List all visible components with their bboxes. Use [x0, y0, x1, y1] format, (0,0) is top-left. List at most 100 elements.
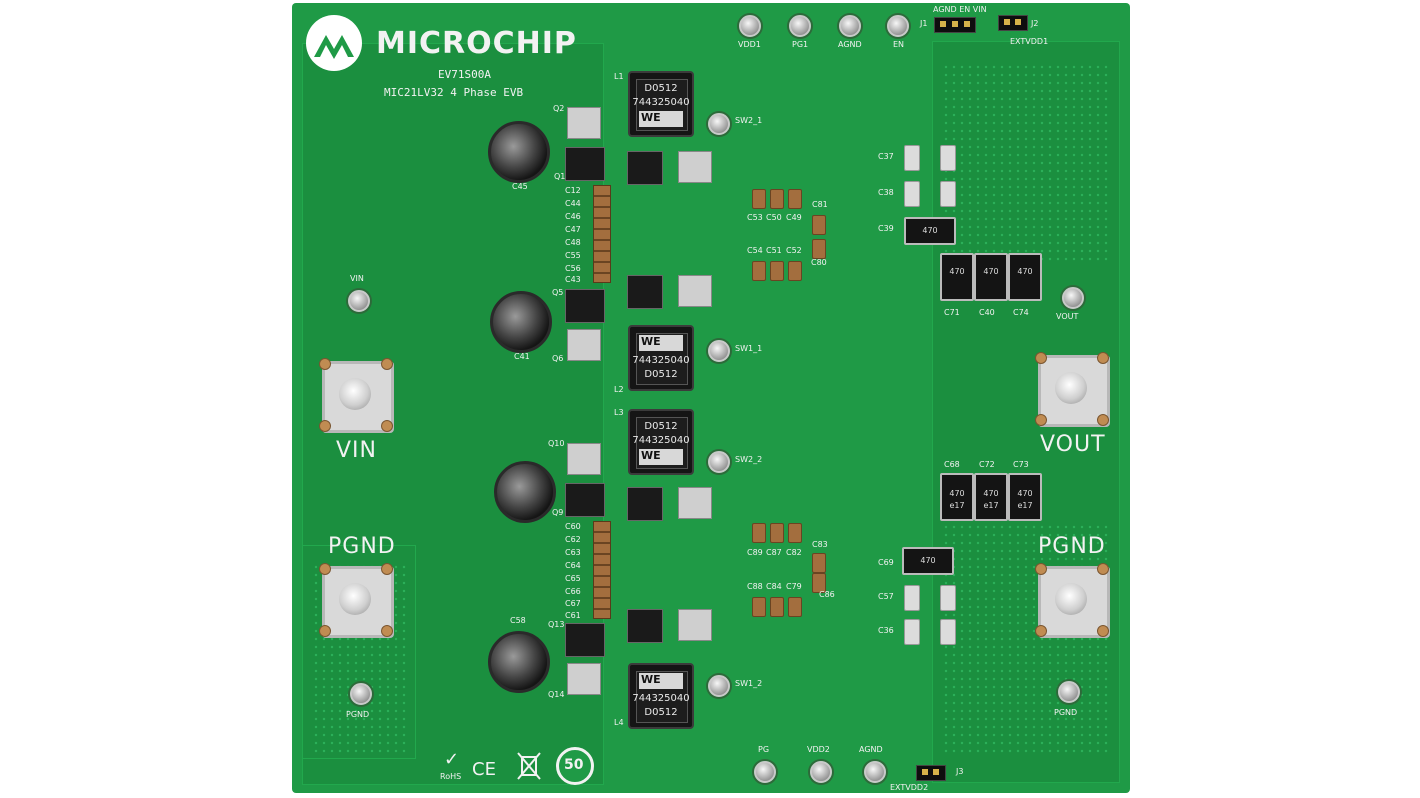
tantalum-c72-date: e17: [983, 501, 999, 510]
via-field-right-bottom: [942, 523, 1112, 753]
sw1-1-label: SW1_1: [735, 344, 763, 353]
testpoint-sw2-2[interactable]: [708, 451, 730, 473]
inductor-ref-l3: L3: [614, 408, 624, 417]
cap-label-c66: C66: [565, 587, 581, 596]
vin-tp-label: VIN: [350, 274, 364, 283]
mosfet-q8: [678, 275, 712, 307]
mosfet-label-q5: Q5: [552, 288, 564, 297]
cap-label-c47: C47: [565, 225, 581, 234]
inductor-l1-part: 744325040: [632, 97, 690, 108]
testpoint-label-pg: PG: [758, 745, 770, 754]
sw2-2-label: SW2_2: [735, 455, 763, 464]
cap-label-c41: C41: [514, 352, 530, 361]
cap-label-c12: C12: [565, 186, 581, 195]
testpoint-vin[interactable]: [348, 290, 370, 312]
tantalum-cap-c68: 470 e17: [940, 473, 974, 521]
mosfet-q11: [627, 487, 663, 521]
inductor-l1: D0512 744325040 WE: [628, 71, 694, 137]
mosfet-label-q13: Q13: [548, 620, 565, 629]
inductor-l2-part: 744325040: [632, 355, 690, 366]
cap-label-c67: C67: [565, 599, 581, 608]
cap-c36b: [940, 619, 956, 645]
mosfet-q10: [567, 443, 601, 475]
via-field-right: [942, 63, 1112, 263]
cap-label-c81: C81: [812, 200, 828, 209]
testpoint-agnd-top[interactable]: [839, 15, 861, 37]
pgnd-right-label: PGND: [1038, 534, 1106, 559]
cap-label-c61: C61: [565, 611, 581, 620]
tantalum-c73-date: e17: [1017, 501, 1033, 510]
cap-label-c89: C89: [747, 548, 763, 557]
tantalum-cap-c71: 470: [940, 253, 974, 301]
vin-terminal[interactable]: [319, 358, 394, 433]
cap-label-c43: C43: [565, 275, 581, 284]
tantalum-c40-mark: 470: [983, 267, 999, 276]
tantalum-c68-date: e17: [949, 501, 965, 510]
header-j3[interactable]: [916, 765, 946, 781]
rohs-check-icon: ✓: [444, 749, 460, 770]
brand-name: MICROCHIP: [376, 26, 577, 61]
testpoint-sw2-1[interactable]: [708, 113, 730, 135]
pgnd-right-terminal[interactable]: [1035, 563, 1110, 638]
mosfet-q5: [565, 289, 605, 323]
cap-c54: [752, 261, 766, 281]
cap-label-c74: C74: [1013, 308, 1029, 317]
mosfet-q1: [565, 147, 605, 181]
testpoint-agnd-bottom[interactable]: [864, 761, 886, 783]
cap-label-c87: C87: [766, 548, 782, 557]
tantalum-cap-c40: 470: [974, 253, 1008, 301]
header-j2[interactable]: [998, 15, 1028, 31]
header-j2-label: J2: [1031, 19, 1039, 28]
inductor-l3: D0512 744325040 WE: [628, 409, 694, 475]
cap-label-c58: C58: [510, 616, 526, 625]
inductor-l2: WE 744325040 D0512: [628, 325, 694, 391]
testpoint-sw1-1[interactable]: [708, 340, 730, 362]
cap-label-c57: C57: [878, 592, 894, 601]
mosfet-label-q2: Q2: [553, 104, 565, 113]
cap-label-c60: C60: [565, 522, 581, 531]
testpoint-pg[interactable]: [754, 761, 776, 783]
electrolytic-cap-c58: [488, 631, 550, 693]
pgnd-left-label: PGND: [328, 534, 396, 559]
tantalum-c72-mark: 470: [983, 489, 999, 498]
cap-c82: [788, 523, 802, 543]
testpoint-pgnd-right[interactable]: [1058, 681, 1080, 703]
testpoint-label-agnd-top: AGND: [838, 40, 862, 49]
cap-c38b: [940, 181, 956, 207]
testpoint-vdd1[interactable]: [739, 15, 761, 37]
cap-c50: [770, 189, 784, 209]
inductor-l2-code: D0512: [644, 369, 678, 380]
testpoint-en[interactable]: [887, 15, 909, 37]
vout-terminal[interactable]: [1035, 352, 1110, 427]
cap-c57: [904, 585, 920, 611]
pgnd-left-terminal[interactable]: [319, 563, 394, 638]
cap-label-c40: C40: [979, 308, 995, 317]
cap-c38: [904, 181, 920, 207]
header-j1[interactable]: [934, 17, 976, 33]
cap-label-c45: C45: [512, 182, 528, 191]
cap-label-c80: C80: [811, 258, 827, 267]
testpoint-sw1-2[interactable]: [708, 675, 730, 697]
electrolytic-cap-c41: [490, 291, 552, 353]
cap-label-c88: C88: [747, 582, 763, 591]
testpoint-vout[interactable]: [1062, 287, 1084, 309]
input-cap-column-top: [593, 185, 611, 283]
cap-label-c63: C63: [565, 548, 581, 557]
cap-c84: [770, 597, 784, 617]
testpoint-pg1[interactable]: [789, 15, 811, 37]
cap-c81: [812, 215, 826, 235]
testpoint-label-pg1: PG1: [792, 40, 809, 49]
mosfet-label-q6: Q6: [552, 354, 564, 363]
testpoint-pgnd-left[interactable]: [350, 683, 372, 705]
inductor-l4: WE 744325040 D0512: [628, 663, 694, 729]
testpoint-label-agnd-bottom: AGND: [859, 745, 883, 754]
inductor-ref-l2: L2: [614, 385, 624, 394]
inductor-ref-l1: L1: [614, 72, 624, 81]
testpoint-vdd2[interactable]: [810, 761, 832, 783]
tantalum-cap-c73: 470 e17: [1008, 473, 1042, 521]
cap-label-c51: C51: [766, 246, 782, 255]
tantalum-c39-mark: 470: [922, 226, 938, 235]
inductor-l2-brand: WE: [639, 335, 683, 351]
cap-label-c64: C64: [565, 561, 581, 570]
cap-label-c65: C65: [565, 574, 581, 583]
